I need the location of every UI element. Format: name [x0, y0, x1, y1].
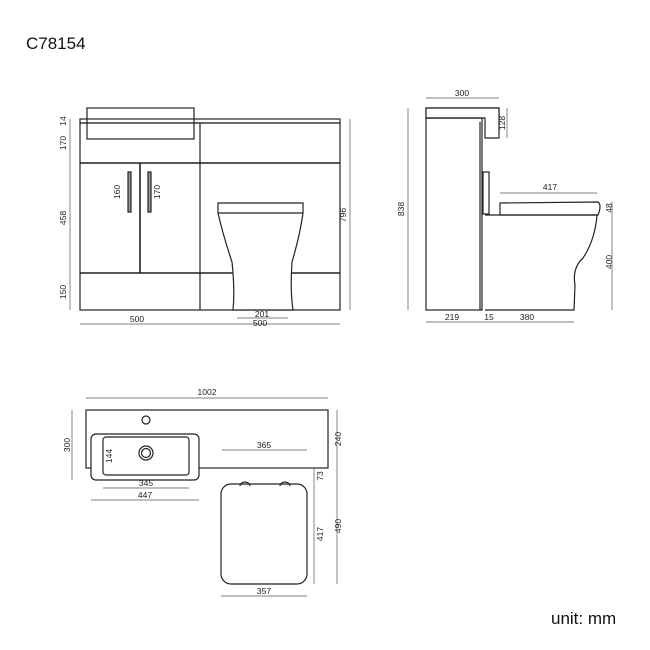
svg-text:447: 447 [138, 490, 152, 500]
svg-text:380: 380 [520, 312, 534, 322]
svg-text:14: 14 [58, 116, 68, 126]
countertop-plan [85, 409, 329, 469]
svg-text:357: 357 [257, 586, 271, 596]
svg-text:417: 417 [315, 527, 325, 541]
svg-text:400: 400 [604, 255, 614, 269]
front-view [79, 107, 341, 311]
svg-text:417: 417 [543, 182, 557, 192]
svg-text:219: 219 [445, 312, 459, 322]
wc-seat-side [499, 201, 601, 216]
product-code: C78154 [26, 34, 86, 53]
svg-text:490: 490 [333, 519, 343, 533]
svg-text:73: 73 [315, 471, 325, 481]
right-door-handle [147, 171, 152, 213]
wc-pan-side [485, 214, 598, 311]
svg-text:150: 150 [58, 285, 68, 299]
side-view [425, 107, 601, 311]
svg-text:838: 838 [396, 202, 406, 216]
left-door-handle [127, 171, 132, 213]
svg-text:345: 345 [139, 478, 153, 488]
svg-text:48: 48 [604, 203, 614, 213]
unit-label: unit: mm [551, 609, 617, 628]
svg-text:458: 458 [58, 211, 68, 225]
svg-text:160: 160 [112, 185, 122, 199]
waste-outlet [138, 445, 154, 461]
tap-hole [141, 415, 151, 425]
cabinet-side [425, 117, 483, 311]
svg-text:170: 170 [58, 136, 68, 150]
svg-text:240: 240 [333, 432, 343, 446]
plan-view [85, 409, 329, 585]
handle-side [482, 171, 490, 215]
wc-seat-plan [220, 483, 308, 585]
svg-text:300: 300 [62, 438, 72, 452]
svg-text:15: 15 [484, 312, 494, 322]
wc-pan-front [217, 202, 304, 311]
svg-text:500: 500 [130, 314, 144, 324]
svg-text:201: 201 [255, 309, 269, 319]
svg-text:796: 796 [338, 208, 348, 222]
svg-text:365: 365 [257, 440, 271, 450]
svg-text:128: 128 [497, 116, 507, 130]
svg-text:500: 500 [253, 318, 267, 328]
basin-side [425, 107, 500, 139]
svg-text:144: 144 [104, 449, 114, 463]
svg-text:300: 300 [455, 88, 469, 98]
svg-text:170: 170 [152, 185, 162, 199]
cabinet-outline [79, 122, 341, 311]
svg-text:1002: 1002 [198, 387, 217, 397]
